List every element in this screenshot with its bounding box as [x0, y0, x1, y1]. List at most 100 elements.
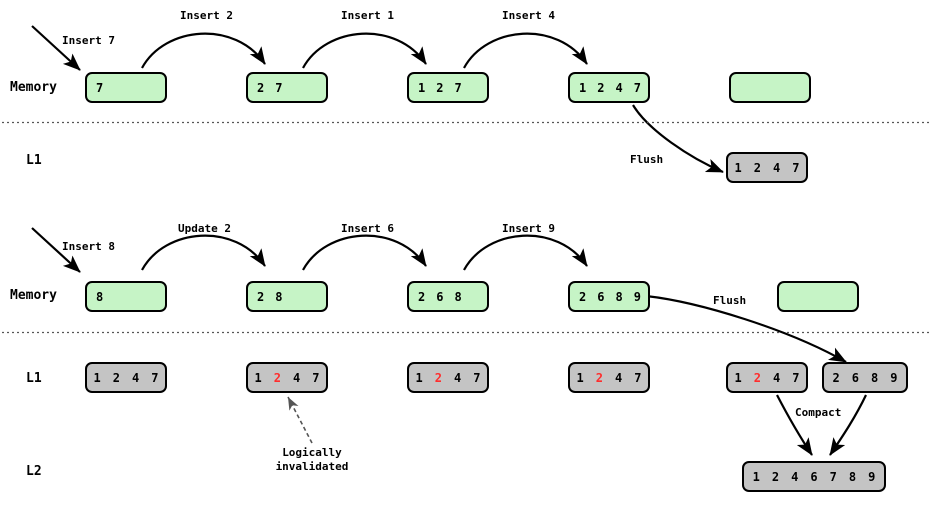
- logically-invalidated-note: Logically invalidated: [262, 446, 362, 474]
- row-label-l2-bottom: L2: [26, 464, 42, 479]
- cell-value: 2: [436, 80, 444, 95]
- cell-value: 8: [848, 469, 857, 484]
- cell-value: 2: [832, 370, 840, 385]
- cell-value: 7: [312, 370, 320, 385]
- op-label-insert-1: Insert 1: [341, 9, 394, 22]
- cell-value: 7: [792, 160, 800, 175]
- cell-value: 7: [96, 80, 104, 95]
- cell-value: 8: [615, 289, 623, 304]
- cell-value: 1: [418, 80, 426, 95]
- cell-value: 1: [734, 160, 742, 175]
- cell-value: 4: [773, 370, 781, 385]
- cell-value: 7: [634, 370, 642, 385]
- cell-value: 8: [275, 289, 283, 304]
- cell-value: 9: [868, 469, 876, 484]
- row-label-memory-bottom: Memory: [10, 288, 57, 303]
- cell-value-invalidated: 2: [753, 370, 761, 385]
- cell-value: 6: [597, 289, 605, 304]
- memtable-s2-5-empty[interactable]: [777, 281, 859, 312]
- cell-value: 9: [633, 289, 641, 304]
- cell-value: 8: [454, 289, 462, 304]
- cell-value: 2: [112, 370, 120, 385]
- cell-value: 7: [151, 370, 159, 385]
- arrow-insert-7: [31, 25, 81, 71]
- arrow-logically-invalidated: [287, 396, 313, 444]
- cell-value: 4: [132, 370, 140, 385]
- cell-value: 1: [415, 370, 423, 385]
- row-label-l1-top: L1: [26, 153, 42, 168]
- cell-value: 7: [633, 80, 641, 95]
- cell-value: 2: [418, 289, 426, 304]
- cell-value: 1: [734, 370, 742, 385]
- cell-value: 4: [293, 370, 301, 385]
- op-label-update-2: Update 2: [178, 222, 231, 235]
- arrow-insert-4: [463, 32, 588, 69]
- cell-value: 4: [773, 160, 781, 175]
- cell-value: 4: [791, 469, 799, 484]
- cell-value: 7: [792, 370, 800, 385]
- cell-value: 2: [579, 289, 587, 304]
- op-label-flush-stage2: Flush: [713, 294, 747, 307]
- cell-value: 2: [753, 160, 761, 175]
- logically-invalidated-line2: invalidated: [275, 459, 349, 473]
- cell-value: 4: [615, 370, 623, 385]
- cell-value: 7: [275, 80, 283, 95]
- cell-value: 7: [473, 370, 481, 385]
- arrow-compact-left: [776, 394, 813, 456]
- cell-value-invalidated: 2: [273, 370, 281, 385]
- cell-value: 1: [752, 469, 760, 484]
- memtable-s1-1[interactable]: 7: [85, 72, 167, 103]
- cell-value: 8: [96, 289, 104, 304]
- cell-value: 2: [597, 80, 605, 95]
- op-label-insert-4: Insert 4: [502, 9, 555, 22]
- cell-value-invalidated: 2: [595, 370, 603, 385]
- arrow-update-2: [141, 234, 266, 271]
- arrow-insert-6: [302, 234, 427, 271]
- cell-value: 2: [257, 289, 265, 304]
- cell-value: 2: [771, 469, 780, 484]
- logically-invalidated-line1: Logically: [282, 446, 342, 459]
- cell-value: 7: [829, 469, 837, 484]
- memtable-s2-1[interactable]: 8: [85, 281, 167, 312]
- cell-value: 6: [810, 469, 818, 484]
- cell-value: 1: [254, 370, 262, 385]
- memtable-s1-5-empty[interactable]: [729, 72, 811, 103]
- op-label-insert-6: Insert 6: [341, 222, 394, 235]
- arrow-compact-right: [829, 394, 867, 456]
- cell-value: 4: [454, 370, 462, 385]
- cell-value: 1: [93, 370, 101, 385]
- cell-value: 1: [576, 370, 584, 385]
- row-label-l1-bottom: L1: [26, 371, 42, 386]
- op-label-flush-stage1: Flush: [630, 153, 664, 166]
- op-label-insert-9: Insert 9: [502, 222, 555, 235]
- arrow-insert-1: [302, 32, 427, 69]
- row-label-memory-top: Memory: [10, 80, 57, 95]
- cell-value-invalidated: 2: [434, 370, 442, 385]
- cell-value: 4: [615, 80, 623, 95]
- arrow-insert-2: [141, 32, 266, 69]
- op-label-compact: Compact: [795, 406, 842, 419]
- cell-value: 6: [851, 370, 859, 385]
- cell-value: 8: [871, 370, 879, 385]
- op-label-insert-7: Insert 7: [62, 34, 115, 47]
- cell-value: 2: [257, 80, 265, 95]
- cell-value: 1: [579, 80, 587, 95]
- op-label-insert-8: Insert 8: [62, 240, 115, 253]
- op-label-insert-2: Insert 2: [180, 9, 233, 22]
- cell-value: 7: [454, 80, 462, 95]
